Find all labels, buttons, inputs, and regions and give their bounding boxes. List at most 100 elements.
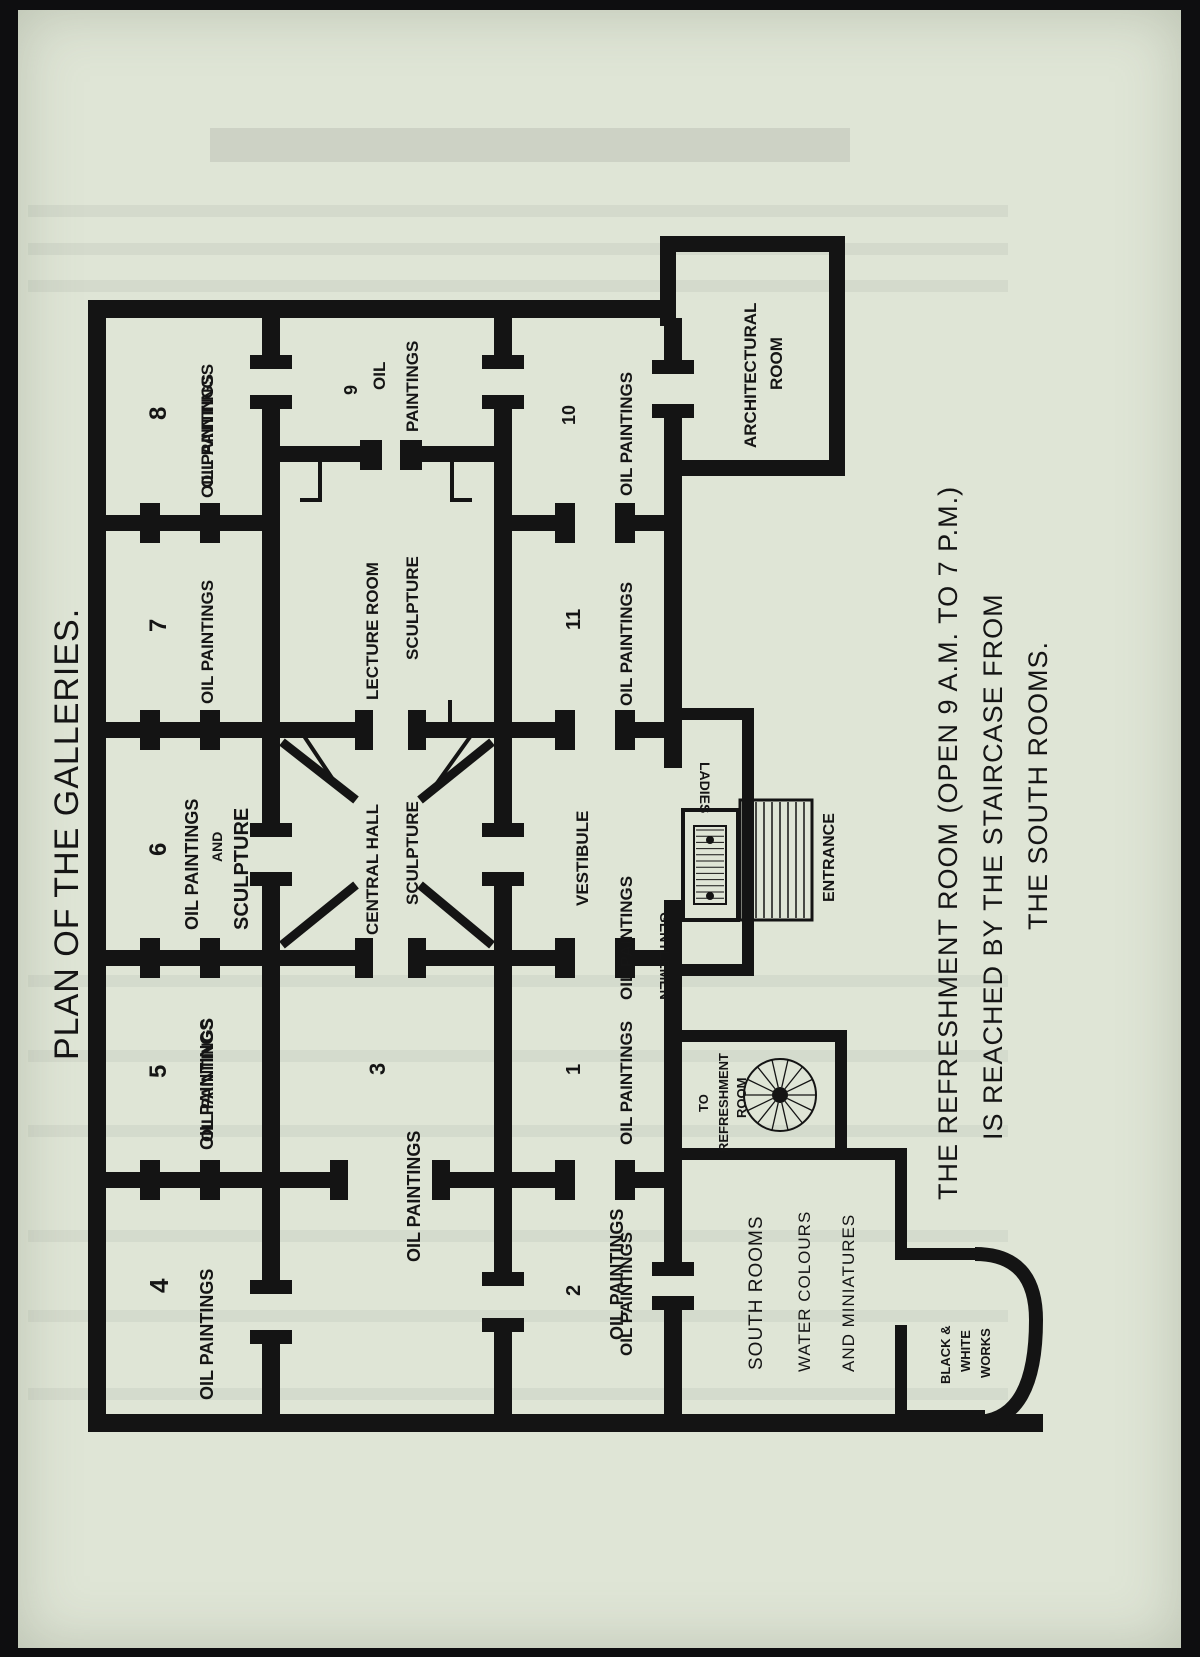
- partition-lecture-9b: [404, 446, 494, 462]
- pier: [400, 440, 422, 470]
- room-6-line3: SCULPTURE: [231, 808, 253, 930]
- spiral-tread: [781, 1059, 789, 1088]
- pier: [615, 938, 635, 978]
- room-4-number: 4: [144, 1278, 174, 1293]
- partition-3-2b: [440, 1172, 494, 1188]
- wall-a-2: [262, 400, 280, 828]
- wall-a-3: [262, 878, 280, 1288]
- lecture-room-sculpture: SCULPTURE: [403, 556, 422, 660]
- outer-wall-top: [88, 300, 660, 318]
- room-4-label-left: OIL PAINTINGS: [197, 1269, 217, 1400]
- pier: [652, 360, 694, 374]
- wall-b-3: [494, 878, 512, 1278]
- pier: [482, 872, 524, 886]
- outer-wall-left: [88, 300, 106, 1432]
- south-rooms-label: SOUTH ROOMS: [746, 1215, 767, 1370]
- pier: [615, 1160, 635, 1200]
- note-line-1: THE REFRESHMENT ROOM (OPEN 9 A.M. TO 7 P…: [933, 486, 963, 1200]
- bw-works-line2: WHITE: [958, 1330, 973, 1372]
- refreshment-line2: REFRESHMENT: [716, 1053, 731, 1152]
- room-7-label-left: OIL PAINTINGS: [198, 580, 217, 704]
- pier: [555, 503, 575, 543]
- pier: [250, 823, 292, 837]
- room-10-label: OIL PAINTINGS: [617, 372, 636, 496]
- room-6-line1: OIL PAINTINGS: [182, 799, 202, 930]
- bw-room-wall-top: [895, 1248, 980, 1260]
- spiral-tread: [771, 1102, 779, 1131]
- room-1-label: OIL PAINTINGS: [617, 1021, 636, 1145]
- spiral-tread: [786, 1078, 813, 1093]
- room-7-number: 7: [145, 619, 172, 632]
- pier: [652, 404, 694, 418]
- refreshment-line3: ROOM: [734, 1078, 749, 1118]
- room-8-number: 8: [145, 407, 172, 420]
- printed-page: [18, 10, 1181, 1648]
- vestibule-stairwell: [681, 808, 740, 922]
- spiral-tread: [757, 1066, 776, 1090]
- room-2-number: 2: [563, 1285, 585, 1296]
- pier: [140, 938, 160, 978]
- stair-wing-wall-bottom: [682, 1148, 907, 1160]
- partition-1-vest: [512, 950, 562, 966]
- miniatures-label: AND MINIATURES: [839, 1214, 858, 1372]
- pier: [482, 823, 524, 837]
- lecture-room-label: LECTURE ROOM: [363, 562, 382, 700]
- pier: [652, 1262, 694, 1276]
- room-11-label-alt: OIL PAINTINGS: [617, 876, 636, 1000]
- pier: [615, 710, 635, 750]
- gentlemen-label: GENTLEMEN: [657, 912, 673, 1000]
- walls: [88, 236, 1044, 1432]
- room-5-number: 5: [145, 1065, 172, 1078]
- spiral-tread: [784, 1066, 803, 1090]
- room-3-label: OIL PAINTINGS: [404, 1131, 424, 1262]
- room-5-label: OIL PAINTINGS: [197, 1019, 217, 1150]
- architectural-wall-right: [829, 236, 845, 476]
- refreshment-spiral-staircase: [743, 1058, 817, 1132]
- wall-a-1: [262, 318, 280, 362]
- room-6-line2: AND: [209, 832, 225, 862]
- plan-title: PLAN OF THE GALLERIES.: [48, 608, 86, 1060]
- partition-1-2: [512, 1172, 562, 1188]
- partition-6-7: [106, 722, 262, 738]
- wall-c-4: [664, 1300, 682, 1415]
- room-1-number: 1: [563, 1064, 585, 1075]
- spiral-tread: [757, 1100, 776, 1124]
- room-7-label-right: OIL PAINTINGS: [198, 374, 217, 498]
- pier: [555, 710, 575, 750]
- hall-diagonal: [417, 881, 495, 949]
- spiral-tread: [781, 1102, 789, 1131]
- partition-11-10: [512, 515, 562, 531]
- pier: [652, 1296, 694, 1310]
- outer-wall-bottom: [88, 1414, 1043, 1432]
- pier: [200, 1160, 220, 1200]
- note-line-3: THE SOUTH ROOMS.: [1023, 641, 1053, 930]
- note-line-2: IS REACHED BY THE STAIRCASE FROM: [978, 593, 1008, 1140]
- entrance-label: ENTRANCE: [821, 813, 838, 902]
- pier: [330, 1160, 348, 1200]
- wall-c-3: [664, 900, 682, 1270]
- hall-diagonal: [298, 728, 342, 792]
- partition-lecture-9: [280, 446, 372, 462]
- pier: [432, 1160, 450, 1200]
- hall-diagonal: [279, 738, 359, 804]
- room-11-number: 11: [563, 609, 585, 630]
- pier: [140, 710, 160, 750]
- pier: [200, 503, 220, 543]
- room-11-label: OIL PAINTINGS: [617, 582, 636, 706]
- pier: [555, 1160, 575, 1200]
- wall-c-2: [664, 408, 682, 768]
- wall-b-1: [494, 318, 512, 362]
- room-6-number: 6: [145, 843, 172, 856]
- spiral-tread: [786, 1097, 813, 1112]
- architectural-wall-top: [660, 236, 845, 252]
- room-3-number: 3: [365, 1063, 390, 1075]
- pier: [200, 710, 220, 750]
- hall-diagonal: [279, 881, 359, 949]
- partition-3-2: [280, 1172, 340, 1188]
- pier: [140, 1160, 160, 1200]
- bw-works-line3: WORKS: [978, 1328, 993, 1378]
- room-2-label: OIL PAINTINGS: [617, 1232, 636, 1356]
- spiral-tread: [747, 1097, 774, 1112]
- stair-wing-wall-right: [835, 1030, 847, 1160]
- labels: PLAN OF THE GALLERIES. 4 OIL PAINTINGS O…: [48, 303, 1053, 1400]
